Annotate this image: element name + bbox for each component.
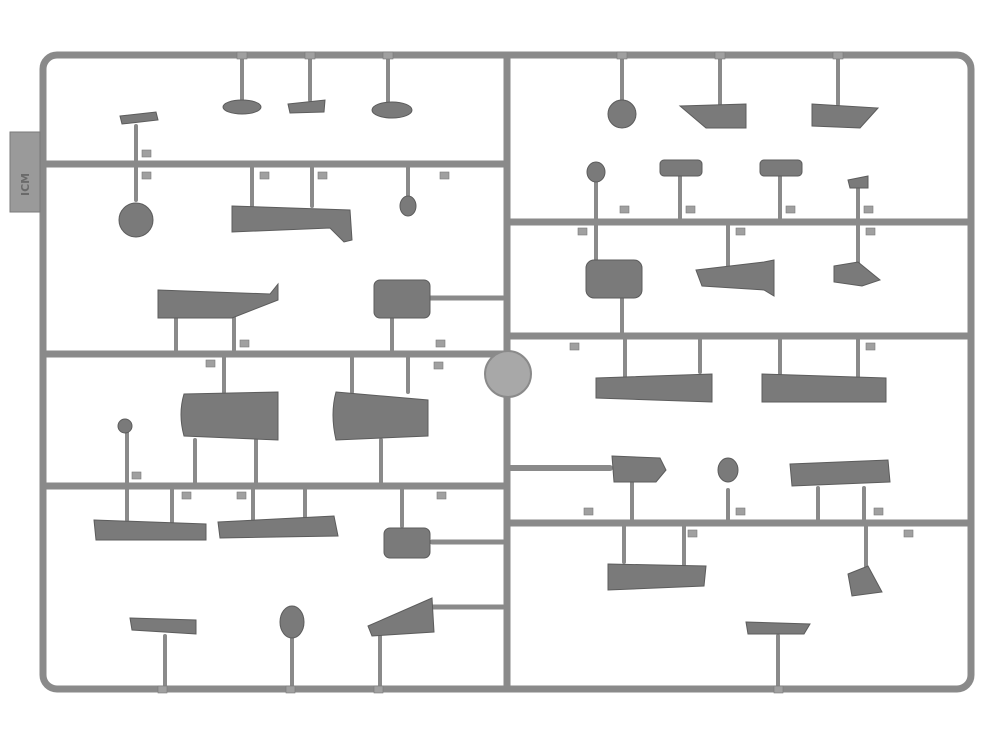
part-number-tags xyxy=(131,51,914,694)
brand-tab-text: ICM xyxy=(19,173,32,196)
sprue-runners xyxy=(42,53,972,690)
brand-tab: ICM xyxy=(9,131,41,213)
parts xyxy=(93,99,891,639)
sprue-center-disc xyxy=(484,350,532,398)
